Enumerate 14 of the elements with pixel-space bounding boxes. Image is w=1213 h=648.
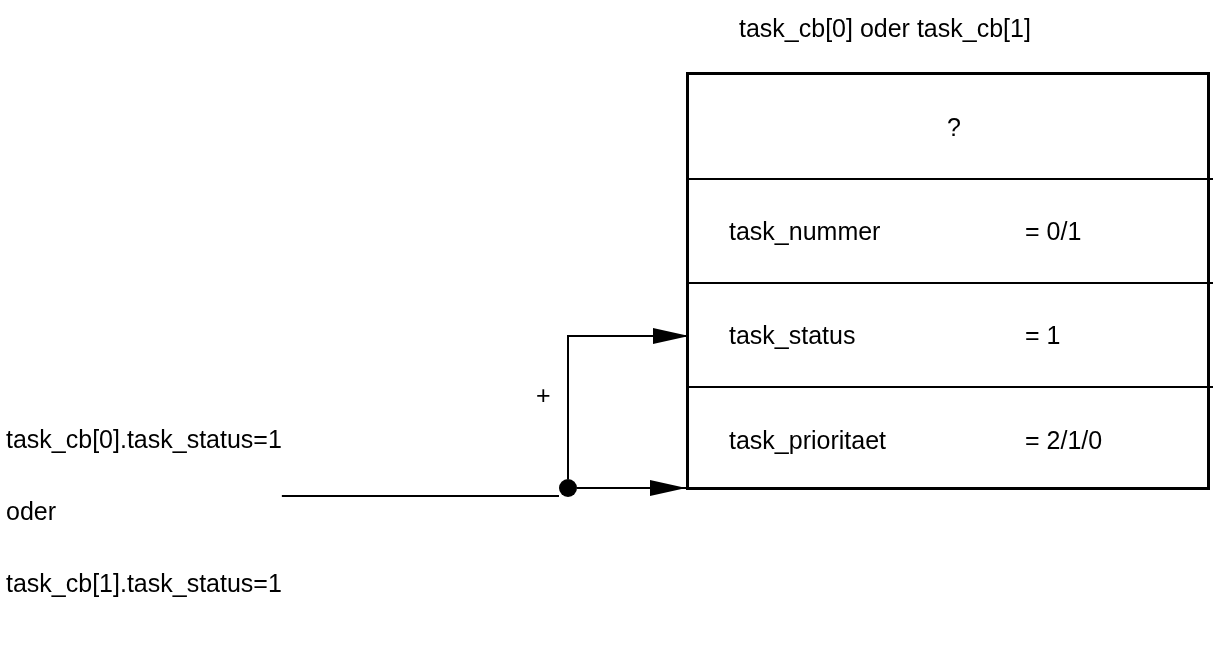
field-value: ? bbox=[947, 111, 961, 142]
field-value: = 2/1/0 bbox=[1025, 424, 1103, 455]
condition-line: task_cb[0].task_status=1 bbox=[6, 424, 282, 454]
table-heading: task_cb[0] oder task_cb[1] bbox=[739, 13, 1031, 43]
field-name: task_prioritaet bbox=[729, 424, 887, 455]
field-name: task_status bbox=[729, 320, 856, 350]
field-value: = 0/1 bbox=[1025, 216, 1082, 246]
junction-dot bbox=[559, 479, 577, 497]
field-name: task_nummer bbox=[729, 216, 881, 246]
arrow bbox=[576, 480, 687, 496]
condition-line: task_cb[1].task_status=1 bbox=[6, 568, 282, 598]
field-value: = 1 bbox=[1025, 320, 1061, 350]
connector-line bbox=[280, 495, 560, 497]
condition-line: oder bbox=[6, 496, 58, 526]
